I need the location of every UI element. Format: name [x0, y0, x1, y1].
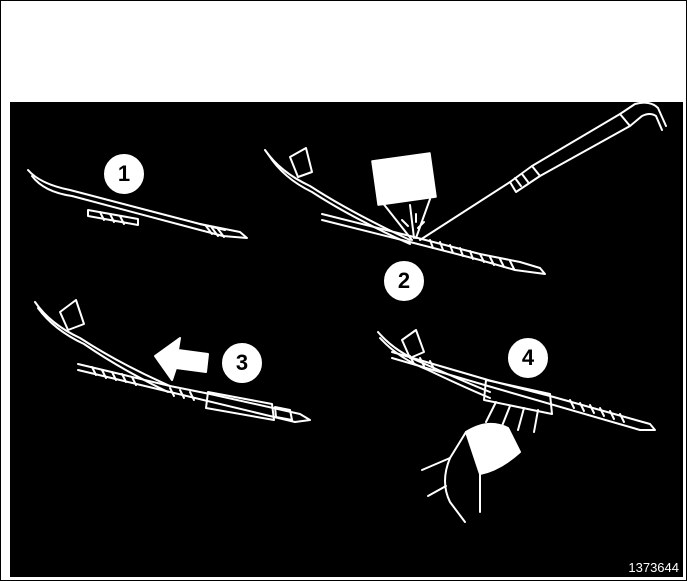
illustration-panel: 1 2 3 4 1373644 — [10, 102, 683, 577]
figure-reference-number: 1373644 — [628, 560, 679, 575]
step-number-3: 3 — [220, 341, 264, 385]
step-3-slide-sleeve — [35, 300, 310, 422]
step-2-soldering — [265, 103, 666, 274]
step-number-1: 1 — [102, 152, 146, 196]
step-number-4: 4 — [506, 336, 550, 380]
step-number-2: 2 — [382, 259, 426, 303]
